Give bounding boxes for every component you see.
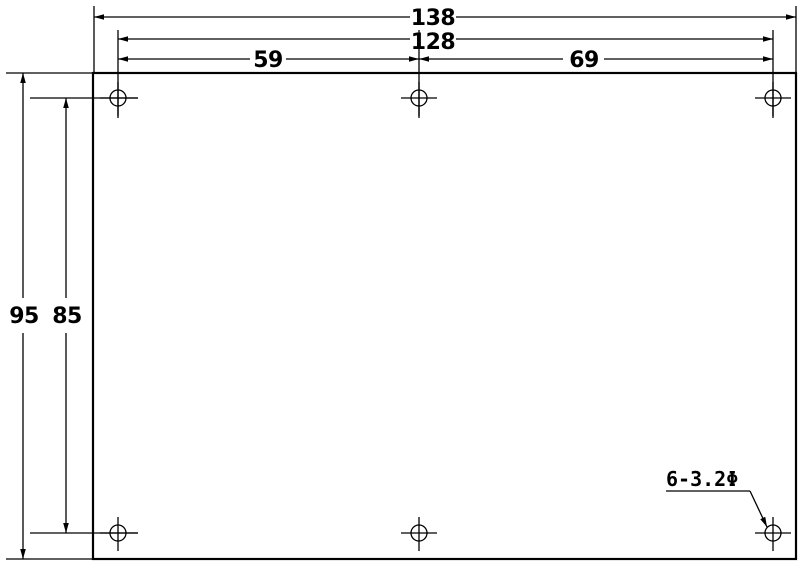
hole-top-center xyxy=(401,82,437,116)
dim-left-to-center-label: 59 xyxy=(253,48,283,73)
dim-overall-height: 95 xyxy=(9,73,39,559)
dim-hole-span-width: 128 xyxy=(118,30,773,55)
dim-overall-width-label: 138 xyxy=(411,6,455,31)
dim-hole-span-height: 85 xyxy=(52,98,82,533)
dim-center-to-right-label: 69 xyxy=(569,48,599,73)
dim-hole-span-height-label: 85 xyxy=(52,304,82,329)
dim-overall-height-label: 95 xyxy=(9,304,39,329)
board-outline xyxy=(91,71,798,561)
dim-overall-width: 138 xyxy=(94,6,796,31)
mounting-holes xyxy=(100,82,791,551)
hole-top-left xyxy=(100,82,138,116)
hole-callout: 6-3.2Φ xyxy=(666,467,768,528)
hole-bottom-center xyxy=(401,517,437,551)
dim-hole-span-width-label: 128 xyxy=(411,30,455,55)
hole-bottom-right xyxy=(755,517,791,551)
hole-top-right xyxy=(755,82,791,116)
hole-callout-label: 6-3.2Φ xyxy=(666,467,738,491)
hole-bottom-left xyxy=(100,517,138,551)
dim-partial-widths: 59 69 xyxy=(118,48,773,73)
